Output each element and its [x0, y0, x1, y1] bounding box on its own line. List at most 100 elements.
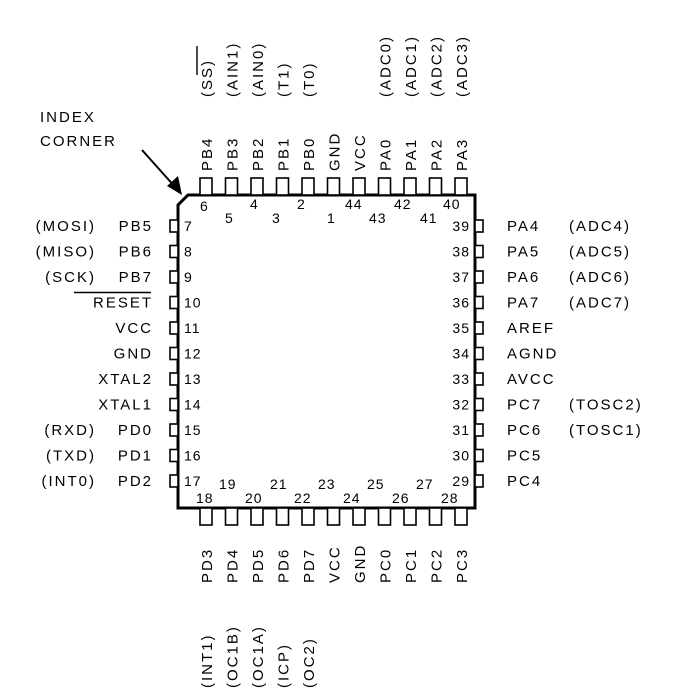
pin-19-lead [224, 507, 239, 526]
pin-15-lead [169, 423, 179, 437]
pin-29-lead [474, 474, 484, 488]
pin-41-lead [428, 177, 443, 196]
pin-17-lead [169, 474, 179, 488]
pin-23-name: VCC [327, 545, 344, 583]
pin-14-name: XTAL1 [98, 397, 153, 414]
pin-5-alt: (AIN1) [225, 42, 242, 97]
pin-12-name: GND [114, 346, 153, 363]
pin-39-lead [474, 219, 484, 233]
pin-9-alt: (SCK) [45, 269, 96, 286]
pin-1-lead [326, 177, 341, 196]
pin-19-number: 19 [219, 476, 237, 492]
pin-27-name: PC2 [429, 548, 446, 583]
pin-20-name: PD5 [250, 548, 267, 583]
pin-20-lead [250, 507, 264, 526]
pin-28-lead [454, 507, 468, 526]
pin-32-alt: (TOSC2) [569, 397, 643, 414]
pin-39-number: 39 [452, 218, 470, 234]
pin-37-lead [474, 270, 484, 284]
pin-31-alt: (TOSC1) [569, 422, 643, 439]
pin-22-alt: (OC2) [301, 637, 318, 688]
pin-22-name: PD7 [301, 548, 318, 583]
pin-18-name: PD3 [199, 548, 216, 583]
pin-24-name: GND [352, 544, 369, 583]
pin-6-number: 6 [200, 198, 209, 214]
pin-11-name: VCC [115, 320, 153, 337]
pin-16-alt: (TXD) [46, 448, 96, 465]
pin-44-number: 44 [345, 196, 363, 212]
pin-26-name: PC1 [403, 548, 420, 583]
index-arrow-head [167, 176, 182, 195]
pin-10-number: 10 [184, 295, 202, 311]
pin-3-name: PB1 [276, 137, 293, 171]
pin-17-alt: (INT0) [42, 473, 97, 490]
pin-12-number: 12 [184, 346, 202, 362]
pin-33-number: 33 [452, 371, 470, 387]
pin-29-number: 29 [452, 473, 470, 489]
index-label-line1: INDEX [40, 109, 96, 126]
pin-3-alt: (T1) [276, 62, 293, 98]
pin-12-lead [169, 346, 179, 361]
pin-36-name: PA7 [507, 295, 540, 312]
pin-5-name: PB3 [225, 137, 242, 171]
pin-6-alt: (SS) [199, 59, 216, 97]
pin-39-name: PA4 [507, 218, 540, 235]
pin-6-lead [199, 177, 213, 196]
pin-42-name: PA1 [403, 138, 420, 171]
pin-32-number: 32 [452, 397, 470, 413]
pin-34-number: 34 [452, 346, 470, 362]
pin-2-lead [301, 177, 315, 196]
index-arrow-line [141, 149, 177, 189]
pin-20-alt: (OC1A) [250, 625, 267, 688]
pin-21-name: PD6 [276, 548, 293, 583]
pin-16-number: 16 [184, 448, 202, 464]
pin-18-alt: (INT1) [199, 634, 216, 689]
pin-36-number: 36 [452, 295, 470, 311]
pin-40-lead [454, 177, 468, 196]
pin-30-lead [474, 448, 484, 463]
pin-13-name: XTAL2 [98, 371, 153, 388]
pin-37-number: 37 [452, 269, 470, 285]
pin-3-number: 3 [272, 210, 281, 226]
pin-20-number: 20 [245, 490, 263, 506]
pin-8-number: 8 [184, 244, 193, 260]
pin-14-lead [169, 397, 179, 412]
pin-27-number: 27 [416, 476, 434, 492]
pin-40-alt: (ADC3) [454, 35, 471, 97]
pin-21-lead [275, 507, 290, 526]
pins-group: 7PB5(MOSI)8PB6(MISO)9PB7(SCK)10RESET11VC… [36, 35, 643, 689]
pin-39-alt: (ADC4) [569, 218, 631, 235]
pin-36-lead [474, 295, 484, 310]
pin-43-number: 43 [369, 210, 387, 226]
pin-7-number: 7 [184, 218, 193, 234]
pin-8-alt: (MISO) [36, 244, 96, 261]
pin-28-name: PC3 [454, 548, 471, 583]
pin-1-name: GND [327, 132, 344, 171]
pin-9-lead [169, 270, 179, 284]
pin-31-name: PC6 [507, 422, 542, 439]
pin-28-number: 28 [441, 490, 459, 506]
pin-34-name: AGND [507, 346, 558, 363]
pin-34-lead [474, 346, 484, 361]
pin-8-lead [169, 244, 179, 259]
pin-43-alt: (ADC0) [378, 35, 395, 97]
pin-38-name: PA5 [507, 244, 540, 261]
pin-10-lead [169, 295, 179, 310]
pin-33-lead [474, 372, 484, 386]
pin-42-lead [403, 177, 417, 196]
pin-42-alt: (ADC1) [403, 35, 420, 97]
pin-2-name: PB0 [301, 137, 318, 171]
pin-24-number: 24 [343, 490, 361, 506]
pin-13-number: 13 [184, 371, 202, 387]
pin-18-number: 18 [196, 490, 214, 506]
pin-32-name: PC7 [507, 397, 542, 414]
pin-33-name: AVCC [507, 371, 556, 388]
pin-22-lead [301, 507, 315, 526]
pin-2-alt: (T0) [301, 62, 318, 98]
pin-4-name: PB2 [250, 137, 267, 171]
pin-42-number: 42 [394, 196, 412, 212]
pin-16-name: PD1 [118, 448, 153, 465]
pin-17-name: PD2 [118, 473, 153, 490]
pin-7-lead [169, 219, 179, 233]
